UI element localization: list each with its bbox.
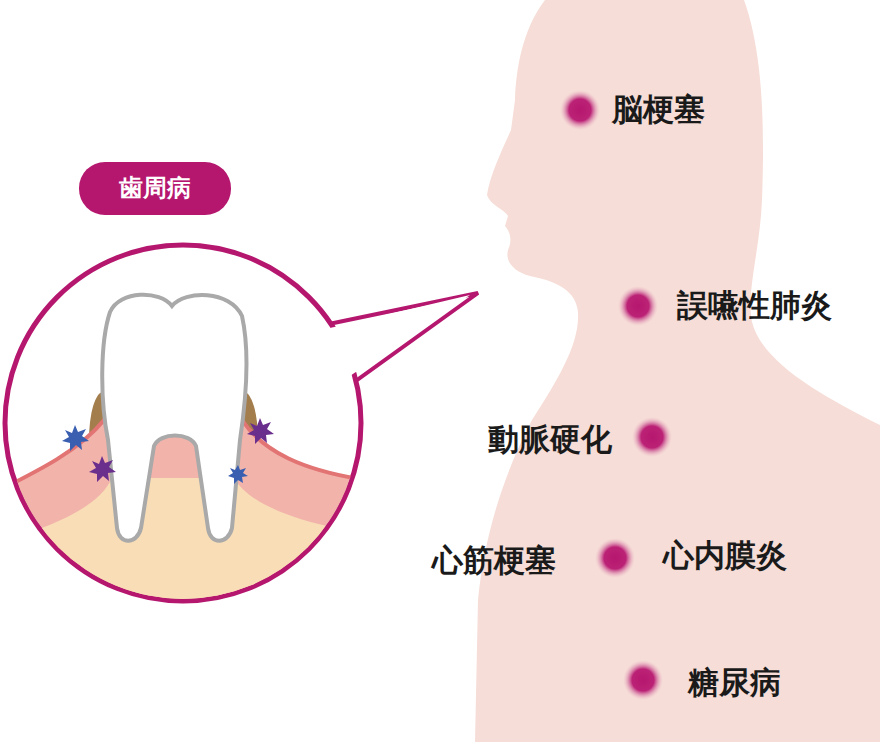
disease-label: 脳梗塞 xyxy=(612,91,705,128)
disease-dot xyxy=(560,90,600,130)
disease-label: 糖尿病 xyxy=(688,664,781,701)
callout-tail-fill xyxy=(296,295,470,380)
disease-label: 心内膜炎 xyxy=(663,537,787,574)
disease-label: 動脈硬化 xyxy=(488,421,612,458)
disease-label: 誤嚥性肺炎 xyxy=(677,287,832,324)
disease-label: 心筋梗塞 xyxy=(432,542,556,579)
disease-dot xyxy=(632,417,672,457)
disease-dot xyxy=(618,286,658,326)
topic-text: 歯周病 xyxy=(119,174,191,203)
disease-dot xyxy=(623,660,663,700)
tooth-illustration xyxy=(0,295,380,640)
disease-dot xyxy=(595,538,635,578)
body-silhouette xyxy=(475,0,880,742)
topic-pill: 歯周病 xyxy=(79,162,231,215)
